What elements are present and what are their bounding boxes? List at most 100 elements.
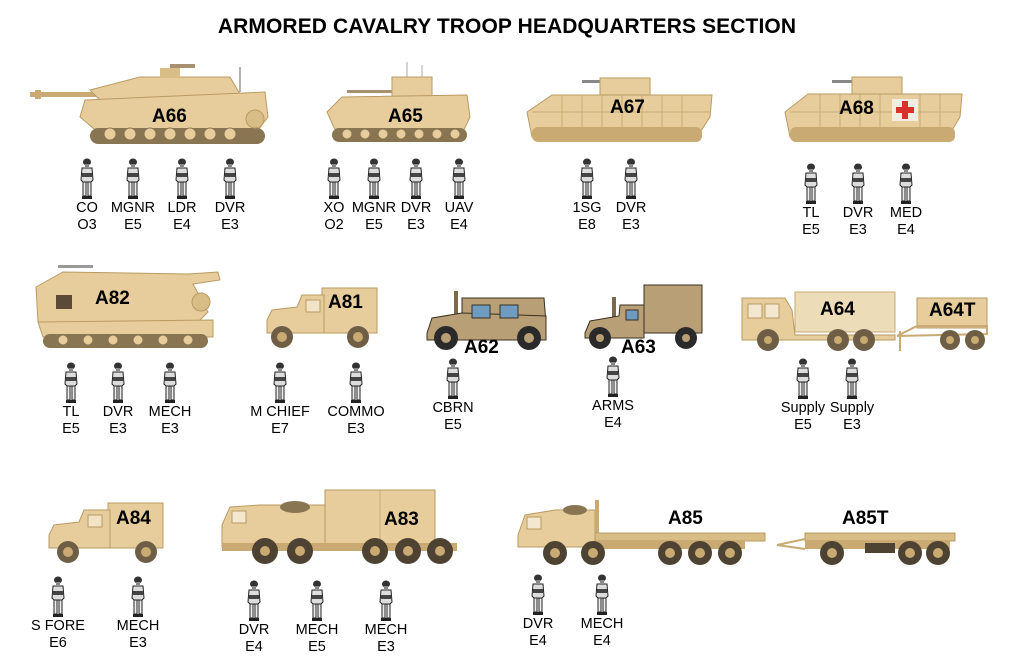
soldier-icon (452, 158, 466, 199)
crew-rank: E3 (377, 639, 395, 655)
crew-rank: E7 (271, 421, 289, 437)
crew-rank: E5 (308, 639, 326, 655)
crew-role: LDR (167, 200, 197, 216)
vehicle-a85t-flatbed-trailer: A85T (775, 505, 960, 570)
soldier-icon (624, 158, 638, 199)
soldier-icon (64, 362, 78, 403)
crew-rank: E5 (365, 217, 383, 233)
crew-rank: O3 (77, 217, 97, 233)
soldier-icon (531, 574, 545, 615)
soldier-icon (175, 158, 189, 199)
soldier-icon (796, 358, 810, 399)
crew-role: TL (802, 205, 820, 221)
vehicle-label: A85 (668, 508, 703, 529)
crew-role: DVR (522, 616, 554, 632)
vehicle-label: A84 (116, 508, 151, 529)
soldier-icon (606, 356, 620, 397)
crew-rank: E5 (444, 417, 462, 433)
soldier-icon (851, 163, 865, 204)
crew-role: MECH (364, 622, 408, 638)
apc-icon (526, 77, 713, 142)
vehicle-a85-flatbed-truck: A85 (515, 495, 770, 570)
recovery-vehicle-icon (35, 265, 221, 348)
crew-rank: E4 (604, 415, 622, 431)
crew-rank: E3 (161, 421, 179, 437)
crew-rank: E3 (109, 421, 127, 437)
vehicle-label: A63 (621, 337, 656, 358)
vehicle-a62-humvee: A62 (424, 288, 549, 358)
crew-role: S FORE (31, 618, 85, 634)
crew-rank: E4 (529, 633, 547, 649)
crew-role: COMMO (327, 404, 385, 420)
vehicle-label: A85T (842, 508, 889, 529)
vehicle-label: A67 (610, 97, 645, 118)
crew-role: MED (889, 205, 923, 221)
humvee-icon (426, 291, 547, 350)
soldier-icon (163, 362, 177, 403)
trailer-icon (896, 297, 988, 351)
page-title: ARMORED CAVALRY TROOP HEADQUARTERS SECTI… (217, 15, 797, 38)
crew-rank: E3 (129, 635, 147, 651)
crew-role: CO (76, 200, 98, 216)
soldier-icon (247, 580, 261, 621)
soldier-icon (349, 362, 363, 403)
soldier-icon (379, 580, 393, 621)
soldier-icon (367, 158, 381, 199)
vehicle-label: A82 (95, 288, 130, 309)
vehicle-a67-apc: A67 (522, 72, 722, 157)
vehicle-a64t-trailer: A64T (895, 296, 990, 356)
crew-role: CBRN (432, 400, 474, 416)
crew-rank: E5 (794, 417, 812, 433)
medical-cross-icon (896, 101, 914, 119)
crew-role: MECH (116, 618, 160, 634)
soldier-icon (804, 163, 818, 204)
vehicle-a82-recovery: A82 (18, 262, 223, 357)
soldier-icon (111, 362, 125, 403)
soldier-icon (845, 358, 859, 399)
vehicle-label: A64 (820, 299, 855, 320)
crew-rank: E3 (221, 217, 239, 233)
soldier-icon (126, 158, 140, 199)
soldier-icon (327, 158, 341, 199)
crew-rank: E6 (49, 635, 67, 651)
soldier-icon (131, 576, 145, 617)
vehicle-label: A83 (384, 509, 419, 530)
crew-role: DVR (615, 200, 647, 216)
crew-rank: E3 (843, 417, 861, 433)
crew-role: ARMS (592, 398, 634, 414)
crew-role: DVR (238, 622, 270, 638)
crew-role: TL (62, 404, 80, 420)
crew-role: Supply (780, 400, 826, 416)
soldier-icon (580, 158, 594, 199)
crew-role: DVR (842, 205, 874, 221)
crew-role: MGNR (351, 200, 397, 216)
crew-rank: E3 (622, 217, 640, 233)
crew-role: M CHIEF (250, 404, 310, 420)
crew-role: MECH (580, 616, 624, 632)
vehicle-label: A66 (152, 106, 187, 127)
soldier-icon (273, 362, 287, 403)
vehicle-label: A68 (839, 98, 874, 119)
crew-role: Supply (829, 400, 875, 416)
vehicle-label: A62 (464, 337, 499, 358)
crew-rank: E4 (897, 222, 915, 238)
